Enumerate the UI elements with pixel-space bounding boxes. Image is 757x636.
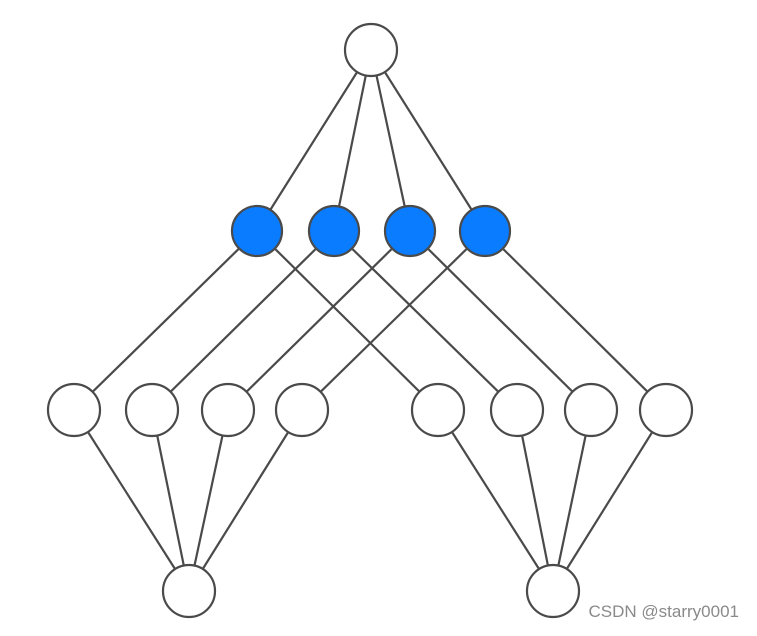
node-bottom-1 [525,563,581,619]
node-lower-6 [563,382,619,438]
edge-top-to-middle-0 [255,48,373,233]
edge-middle-to-lower-5 [408,229,593,412]
node-middle-0 [230,204,284,258]
edge-lower-to-bottom-2 [187,408,230,593]
node-middle-3 [458,204,512,258]
edge-layer [72,48,668,593]
edge-lower-to-bottom-6 [551,408,593,593]
edge-lower-to-bottom-3 [187,408,304,593]
node-middle-2 [383,204,437,258]
edge-top-to-middle-3 [369,48,487,233]
edge-middle-to-lower-0 [72,229,259,412]
edge-lower-to-bottom-1 [150,408,191,593]
node-lower-5 [489,382,545,438]
node-top-0 [343,22,399,78]
edge-lower-to-bottom-0 [72,408,191,593]
edge-lower-to-bottom-5 [515,408,555,593]
node-bottom-0 [161,563,217,619]
node-lower-4 [410,382,466,438]
edge-top-to-middle-1 [332,48,373,233]
node-middle-1 [307,204,361,258]
edge-middle-to-lower-1 [255,229,440,412]
node-lower-1 [124,382,180,438]
edge-middle-to-lower-6 [300,229,487,412]
node-lower-0 [46,382,102,438]
edge-middle-to-lower-3 [332,229,519,412]
edge-middle-to-lower-2 [150,229,336,412]
node-layer [46,22,694,619]
edge-lower-to-bottom-7 [551,408,668,593]
edge-lower-to-bottom-4 [436,408,555,593]
node-lower-2 [200,382,256,438]
edge-middle-to-lower-4 [226,229,412,412]
edge-top-to-middle-2 [369,48,412,233]
edge-middle-to-lower-7 [483,229,668,412]
node-lower-3 [274,382,330,438]
watermark: CSDN @starry0001 [588,602,739,621]
node-lower-7 [638,382,694,438]
